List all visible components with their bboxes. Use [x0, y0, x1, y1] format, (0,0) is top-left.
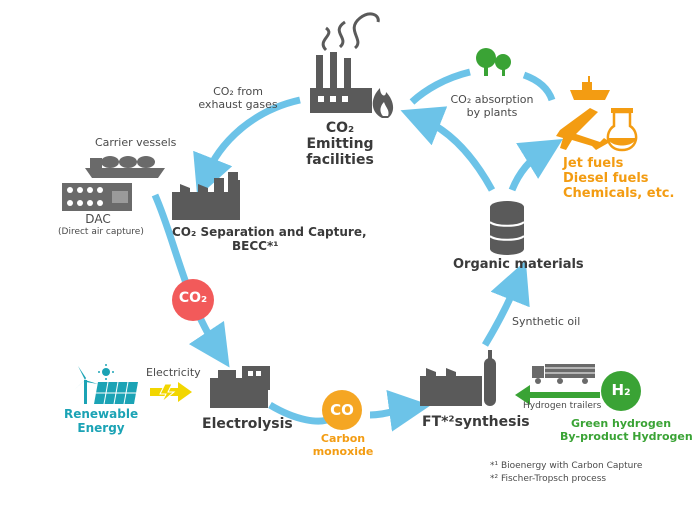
capture-line1: CO₂ Separation and Capture, — [172, 225, 367, 239]
co2-badge-text: CO₂ — [178, 290, 208, 306]
fuels-line2: Diesel fuels — [563, 170, 649, 186]
footnote-ft: *² Fischer-Tropsch process — [490, 474, 607, 484]
hydrogen-arrow — [515, 385, 600, 405]
hydrogen-trailers-label: Hydrogen trailers — [523, 401, 602, 411]
dac-subtitle: (Direct air capture) — [58, 226, 144, 237]
fuels-line3: Chemicals, etc. — [563, 185, 675, 201]
carrier-vessels-label: Carrier vessels — [95, 136, 177, 149]
ft-synthesis-label: FT*²synthesis — [422, 414, 530, 430]
dac-unit-icon — [62, 183, 132, 211]
emitting-line2: facilities — [306, 152, 374, 169]
co-badge-text: CO — [330, 401, 354, 419]
renewable-line1: Renewable — [64, 407, 139, 421]
co2-plants-label: CO₂ absorption by plants — [446, 93, 538, 119]
co-badge — [322, 390, 362, 430]
renewable-line2: Energy — [77, 420, 125, 435]
renewable-energy-label: Renewable Energy — [64, 407, 139, 436]
h2-badge — [601, 371, 641, 411]
co2-plants-line2: by plants — [466, 105, 518, 119]
hydrogen-source-label: Green hydrogen By-product Hydrogen — [560, 417, 693, 443]
co2-exhaust-line1: CO₂ from — [213, 85, 263, 98]
emitting-facilities-label: CO₂ Emitting facilities — [300, 120, 380, 168]
wind-turbine-icon — [74, 366, 98, 404]
solar-panel-icon — [94, 381, 138, 405]
dac-label: DAC (Direct air capture) — [58, 212, 144, 237]
dac-title: DAC — [85, 212, 111, 226]
arrow-fuels-to-plants — [522, 71, 556, 102]
organic-materials-label: Organic materials — [453, 257, 584, 272]
arrow-co-to-ft — [369, 389, 431, 432]
co2-plants-line1: CO₂ absorption — [450, 93, 534, 106]
hydrogen-trailer-icon — [532, 364, 595, 384]
electrolysis-label: Electrolysis — [202, 416, 293, 432]
airplane-icon — [556, 108, 610, 150]
co-caption-line2: monoxide — [312, 444, 374, 458]
trees-icon — [476, 48, 511, 76]
synthetic-oil-label: Synthetic oil — [512, 315, 581, 328]
emitting-line1: Emitting — [306, 136, 374, 153]
arrow-organic-to-fuels — [508, 138, 563, 192]
capture-label: CO₂ Separation and Capture, BECC*¹ — [172, 225, 367, 254]
co2-badge — [172, 279, 214, 321]
ft-plant-icon — [420, 350, 496, 406]
flame-icon — [372, 88, 394, 118]
oil-barrel-icon — [489, 201, 525, 255]
co2-exhaust-line2: exhaust gases — [198, 97, 278, 111]
capture-plant-icon — [172, 172, 240, 220]
co-caption-line1: Carbon — [320, 432, 366, 445]
factory-smoke-icon — [310, 12, 380, 113]
footnote-becc: *¹ Bioenergy with Carbon Capture — [490, 461, 643, 471]
hydrogen-line2: By-product Hydrogen — [560, 429, 693, 443]
h2-badge-text: H₂ — [611, 381, 631, 399]
arrow-ft-to-organic — [481, 260, 530, 347]
cycle-arrows — [151, 68, 563, 432]
electricity-label: Electricity — [146, 366, 201, 379]
ship-icon — [570, 76, 610, 100]
electrolysis-plant-icon — [210, 366, 270, 408]
emitting-co2-text: CO₂ — [325, 120, 355, 136]
capture-line2: BECC*¹ — [232, 238, 279, 253]
arrow-plants-to-emitting — [409, 68, 471, 105]
arrow-capture-to-electrolysis — [151, 193, 230, 368]
electricity-arrow — [150, 382, 192, 403]
fuels-line1: Jet fuels — [563, 156, 624, 171]
carbon-monoxide-label: Carbon monoxide — [312, 432, 374, 458]
carrier-vessel-icon — [85, 156, 165, 178]
flask-icon — [606, 108, 638, 152]
arrow-emitting-to-capture — [193, 96, 301, 198]
co2-exhaust-label: CO₂ from exhaust gases — [190, 85, 286, 111]
arrow-organic-to-emitting — [400, 106, 496, 192]
fuels-label: Jet fuels Diesel fuels Chemicals, etc. — [563, 156, 675, 202]
hydrogen-line1: Green hydrogen — [570, 417, 672, 430]
sun-icon — [98, 364, 114, 380]
